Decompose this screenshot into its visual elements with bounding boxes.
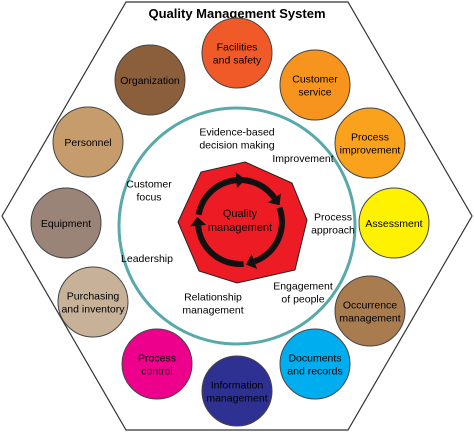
element-label: Personnel [64, 137, 111, 149]
element-circle [334, 275, 406, 347]
label-line: control [141, 366, 173, 378]
cycle-arrow-head [245, 253, 258, 269]
element-circle [279, 49, 351, 121]
label-line: Process [138, 353, 176, 365]
label-line: management [208, 222, 272, 234]
element-circle [334, 107, 406, 179]
element-organization: Organization [114, 44, 186, 116]
element-circle [52, 106, 124, 178]
element-label: Assessment [365, 218, 422, 230]
label-line: Relationship [184, 292, 242, 304]
label-line: decision making [199, 140, 274, 152]
label-line: Information [211, 380, 264, 392]
element-label: Organization [120, 75, 180, 87]
label-line: Personnel [64, 137, 111, 149]
label-line: Purchasing [67, 291, 120, 303]
label-line: approach [311, 225, 355, 237]
label-line: Process [314, 212, 352, 224]
label-line: Organization [120, 75, 180, 87]
label-line: Process [351, 132, 389, 144]
principle-improvement: Improvement [272, 153, 333, 165]
label-line: management [206, 393, 267, 405]
element-label: Equipment [41, 218, 91, 230]
label-line: Documents [288, 353, 341, 365]
element-equipment: Equipment [30, 187, 102, 259]
element-circle [358, 187, 430, 259]
center-label: Quality management [208, 208, 272, 234]
element-circle [201, 17, 273, 89]
label-line: Facilities [217, 42, 258, 54]
element-circle [121, 328, 193, 400]
diagram-title: Quality Management System [149, 6, 326, 21]
label-line: Evidence-based [199, 127, 274, 139]
element-circle [201, 355, 273, 427]
label-line: Engagement [273, 281, 333, 293]
label-line: and records [287, 366, 342, 378]
label-line: management [182, 305, 243, 317]
label-line: Occurrence [343, 300, 397, 312]
label-line: and safety [213, 55, 262, 67]
label-line: management [339, 313, 400, 325]
cycle-arrow-head [267, 193, 281, 206]
cycle-arrow-arc [195, 225, 244, 267]
element-assessment: Assessment [358, 187, 430, 259]
cycle-arrow-arc [195, 177, 237, 216]
label-line: Quality [223, 208, 258, 220]
element-circle [279, 328, 351, 400]
label-line: improvement [340, 145, 401, 157]
label-line: of people [281, 294, 324, 306]
element-personnel: Personnel [52, 106, 124, 178]
label-line: Assessment [365, 218, 422, 230]
element-circle [114, 44, 186, 116]
label-line: Improvement [272, 153, 333, 165]
cycle-arrows [190, 172, 285, 269]
label-line: Leadership [121, 253, 173, 265]
element-circle [30, 187, 102, 259]
cycle-arrow-head [190, 216, 207, 227]
label-line: focus [136, 192, 161, 204]
label-line: service [298, 87, 331, 99]
label-line: Equipment [41, 218, 91, 230]
principle-leadership: Leadership [121, 253, 173, 265]
label-line: Customer [126, 179, 172, 191]
label-line: and inventory [61, 304, 125, 316]
cycle-arrow-head [235, 172, 246, 189]
element-circle [57, 266, 129, 338]
label-line: Customer [292, 74, 338, 86]
cycle-arrow-arc [253, 206, 285, 265]
